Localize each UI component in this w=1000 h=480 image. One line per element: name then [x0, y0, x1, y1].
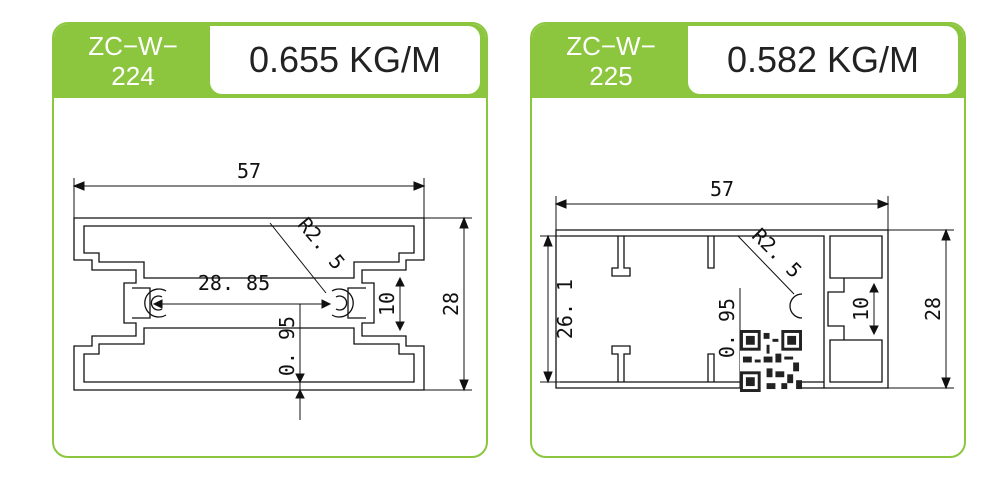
web-left-bottom [611, 345, 631, 382]
right-boss [789, 293, 803, 319]
web-center-bottom [707, 353, 715, 382]
profile-code: ZC−W− 225 [536, 28, 686, 94]
profile-card-225: ZC−W− 225 0.582 KG/M [530, 22, 966, 458]
dim-wall: 0. 95 [275, 316, 299, 376]
dim-slot: 10 [375, 292, 399, 316]
dim-wall: 0. 95 [715, 298, 739, 358]
dim-center: 28. 85 [198, 271, 270, 295]
profile-code-line1: ZC−W− [566, 31, 656, 61]
dim-height: 28 [439, 292, 463, 316]
right-channel [347, 287, 366, 319]
right-boss [331, 288, 354, 318]
dim-radius: R2. 5 [293, 213, 350, 275]
weight-box: 0.582 KG/M [688, 26, 958, 94]
left-boss [144, 288, 167, 318]
left-channel [132, 287, 151, 319]
card-header: ZC−W− 224 0.655 KG/M [54, 24, 486, 98]
right-boss-inner [335, 295, 348, 311]
web-center [707, 236, 715, 269]
profile-card-224: ZC−W− 224 0.655 KG/M [52, 22, 488, 458]
profile-drawing-224: 57 28 10 28. 85 R2. 5 0. 95 [72, 159, 472, 420]
profile-code-line2: 225 [589, 61, 633, 91]
top-cavity [83, 225, 415, 279]
right-channel [827, 278, 845, 340]
profile-code-line1: ZC−W− [88, 31, 178, 61]
dim-radius: R2. 5 [747, 223, 807, 283]
dim-height: 28 [921, 297, 945, 321]
right-top-cell [829, 235, 883, 279]
right-bottom-cell [829, 339, 883, 383]
bottom-cavity [83, 327, 415, 383]
dim-width: 57 [710, 177, 734, 201]
profile-code: ZC−W− 224 [58, 28, 208, 94]
profile-code-line2: 224 [111, 61, 155, 91]
dim-width: 57 [237, 159, 261, 183]
profile-drawing-225: 57 28 26. 1 10 R2. 5 0. 95 [540, 177, 954, 390]
qr-code-watermark [740, 330, 802, 392]
profile-weight: 0.655 KG/M [248, 39, 442, 80]
weight-box: 0.655 KG/M [210, 26, 480, 94]
left-boss-inner [150, 295, 163, 311]
card-header: ZC−W− 225 0.582 KG/M [532, 24, 964, 98]
dim-slot: 10 [849, 297, 873, 321]
dim-inner-height: 26. 1 [553, 279, 577, 339]
web-left [611, 236, 631, 277]
profile-weight: 0.582 KG/M [726, 39, 920, 80]
